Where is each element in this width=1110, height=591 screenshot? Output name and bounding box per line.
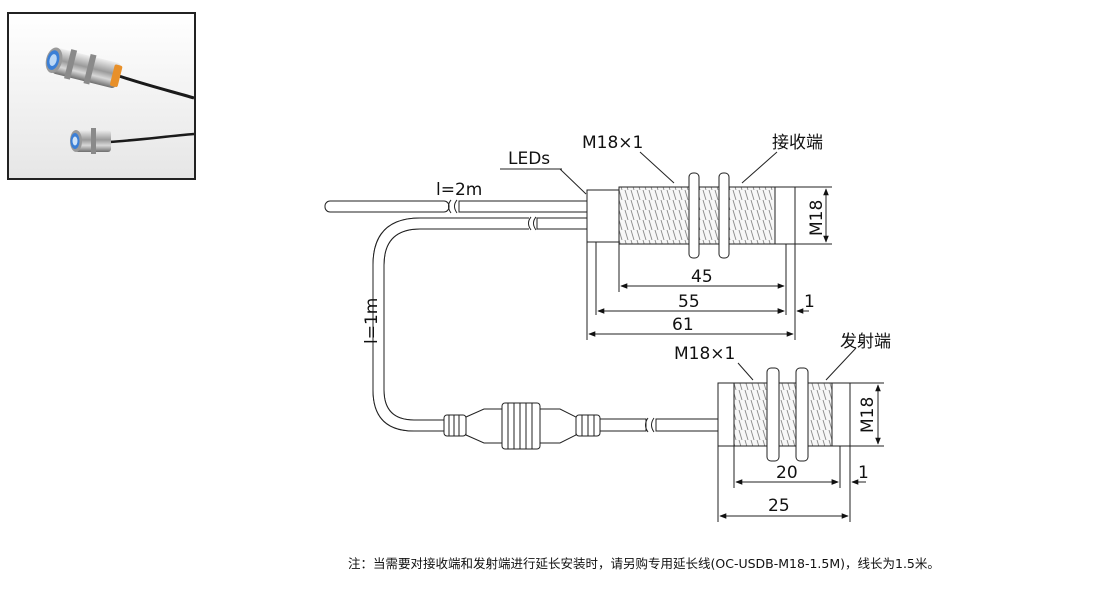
- cable-1m: [372, 216, 590, 432]
- receiver-dim-55: 55: [678, 292, 700, 312]
- emitter-title: 发射端: [840, 332, 891, 352]
- receiver-sensor: [586, 172, 796, 259]
- receiver-dimension-lines: [586, 186, 832, 340]
- receiver-dim-61: 61: [672, 315, 694, 335]
- cable-2m: [324, 199, 590, 214]
- leader-lines: [500, 151, 857, 381]
- emitter-dim-20: 20: [776, 463, 798, 483]
- cable-connector: [443, 402, 719, 450]
- extension-cable-note: 注：当需要对接收端和发射端进行延长安装时，请另购专用延长线(OC-USDB-M1…: [348, 556, 940, 571]
- emitter-dim-25: 25: [768, 496, 790, 516]
- product-photo: [7, 12, 196, 180]
- emitter-dimension-lines: [717, 382, 884, 522]
- emitter-thread-label: M18×1: [674, 344, 735, 364]
- cable-2m-label: l=2m: [436, 180, 482, 200]
- receiver-title: 接收端: [772, 133, 823, 153]
- receiver-dim-45: 45: [691, 267, 713, 287]
- receiver-diameter-label: M18: [807, 200, 827, 236]
- leds-label: LEDs: [508, 149, 550, 169]
- receiver-thread-label: M18×1: [582, 133, 643, 153]
- cable-1m-label: l=1m: [362, 298, 382, 344]
- emitter-sensor: [717, 367, 851, 462]
- emitter-dim-1: 1: [858, 463, 869, 483]
- emitter-diameter-label: M18: [858, 397, 878, 433]
- receiver-dim-1: 1: [804, 292, 815, 312]
